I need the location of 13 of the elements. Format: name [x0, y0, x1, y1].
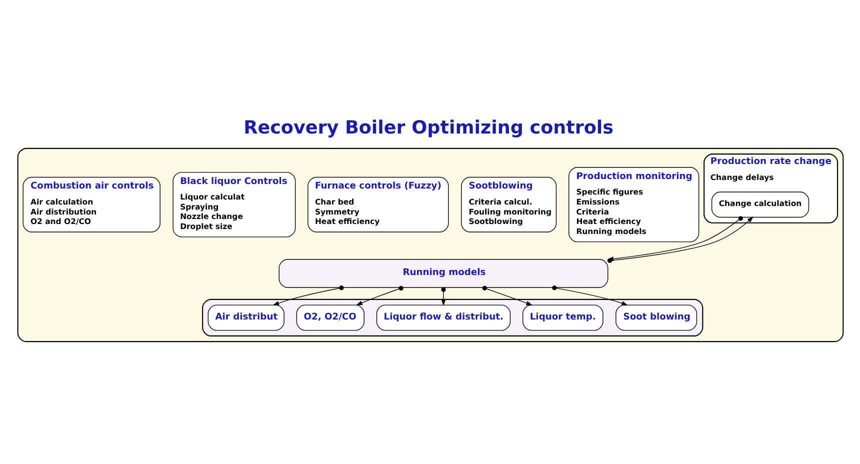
cluster — [16, 148, 844, 342]
arrow — [272, 286, 344, 306]
node-box: Liquor flow & distribut. — [376, 304, 510, 331]
node-box: Running models — [278, 259, 608, 288]
diagram-title: Recovery Boiler Optimizing controls — [243, 118, 614, 139]
node-box: Liquor temp. — [522, 304, 603, 331]
node-box: Air distribut — [207, 304, 284, 331]
arrow — [552, 286, 628, 306]
node-box: Soot blowing — [615, 304, 697, 331]
arrow — [356, 286, 403, 306]
arrow — [440, 287, 446, 306]
arrow — [482, 286, 532, 306]
node-box: O2, O2/CO — [296, 304, 364, 331]
